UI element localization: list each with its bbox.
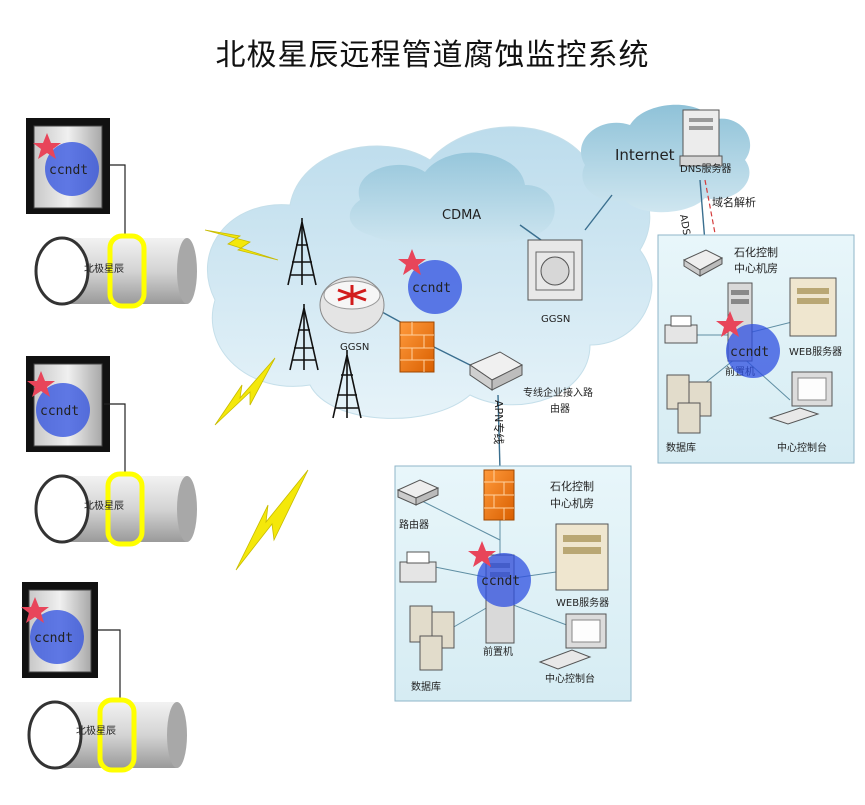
- control-center-bottom: 石化控制 中心机房 路由器 前置机 WEB服务器 数据库 中心控制台: [394, 465, 632, 702]
- center-bottom-title-line1: 石化控制: [550, 479, 594, 493]
- router-icon: [396, 479, 440, 506]
- center-bottom-web-label: WEB服务器: [556, 596, 609, 609]
- firewall-icon: [399, 321, 435, 373]
- badge-label: ccndt: [412, 281, 451, 296]
- star-icon: [27, 371, 55, 397]
- database-icon: [409, 605, 455, 671]
- tower-icon: [289, 304, 319, 371]
- web-server-icon: [555, 523, 609, 591]
- center-right-web-label: WEB服务器: [789, 345, 842, 358]
- cell-towers: [287, 218, 362, 419]
- ggsn-left-label: GGSN: [340, 342, 369, 353]
- router-caption-line2: 由器: [550, 402, 570, 415]
- internet-label: Internet: [615, 146, 675, 164]
- center-bottom-console-label: 中心控制台: [545, 672, 595, 685]
- diagram-title: 北极星辰远程管道腐蚀监控系统: [215, 38, 650, 73]
- router-caption-line1: 专线企业接入路: [523, 386, 593, 399]
- monitor-unit-2: 北极星辰: [26, 356, 197, 547]
- badge-label: ccndt: [34, 631, 73, 646]
- dns-server-label: DNS服务器: [680, 162, 732, 175]
- star-icon: [468, 541, 496, 567]
- lightning-icon: [235, 469, 309, 571]
- center-right-title-line1: 石化控制: [734, 245, 778, 259]
- ggsn-router-icon: [319, 276, 385, 334]
- pipe-label: 北极星辰: [84, 262, 124, 275]
- dns-server-icon: [679, 109, 723, 167]
- center-bottom-db-label: 数据库: [411, 680, 441, 693]
- badge-label: ccndt: [481, 574, 520, 589]
- console-monitor-icon: [768, 371, 833, 425]
- ggsn-server-icon: [527, 239, 583, 301]
- pipe-icon: [34, 471, 197, 547]
- lightning-icon: [204, 229, 279, 261]
- printer-icon: [664, 315, 698, 344]
- center-right-title-line2: 中心机房: [734, 261, 778, 275]
- red-stars: [21, 133, 744, 623]
- badge-label: ccndt: [730, 345, 769, 360]
- adsl-modem-icon: [682, 249, 724, 277]
- firewall-icon: [483, 469, 515, 521]
- ggsn-right-label: GGSN: [541, 314, 570, 325]
- access-router-icon: [468, 351, 524, 391]
- ccndt-badge: ccndt: [30, 610, 84, 664]
- database-icon: [666, 374, 712, 434]
- printer-icon: [399, 551, 437, 583]
- center-bottom-router-label: 路由器: [399, 518, 429, 531]
- web-server-icon: [789, 277, 837, 337]
- badge-label: ccndt: [49, 163, 88, 178]
- cdma-label: CDMA: [442, 208, 481, 223]
- wireless-signals: [204, 229, 309, 571]
- apn-line-label: APN专线: [492, 400, 506, 444]
- star-icon: [398, 249, 426, 275]
- domain-resolve-label: 域名解析: [712, 195, 756, 209]
- center-right-db-label: 数据库: [666, 441, 696, 454]
- pipe-label: 北极星辰: [84, 499, 124, 512]
- ccndt-badge: ccndt: [45, 142, 99, 196]
- ccndt-badge: ccndt: [726, 324, 780, 378]
- center-right-console-label: 中心控制台: [777, 441, 827, 454]
- center-bottom-title-line2: 中心机房: [550, 496, 594, 510]
- monitor-unit-3: 北极星辰: [22, 582, 187, 773]
- tower-icon: [332, 350, 362, 419]
- pipe-label: 北极星辰: [76, 724, 116, 737]
- pipe-icon: [34, 233, 197, 309]
- center-bottom-front-label: 前置机: [483, 645, 513, 658]
- star-icon: [716, 311, 744, 337]
- star-icon: [33, 133, 61, 159]
- lightning-icon: [214, 357, 276, 426]
- pipe-icon: [27, 697, 187, 773]
- ccndt-badge: ccndt: [408, 260, 462, 314]
- console-monitor-icon: [538, 613, 607, 670]
- star-icon: [21, 597, 49, 623]
- tower-icon: [287, 218, 317, 286]
- badge-label: ccndt: [40, 404, 79, 419]
